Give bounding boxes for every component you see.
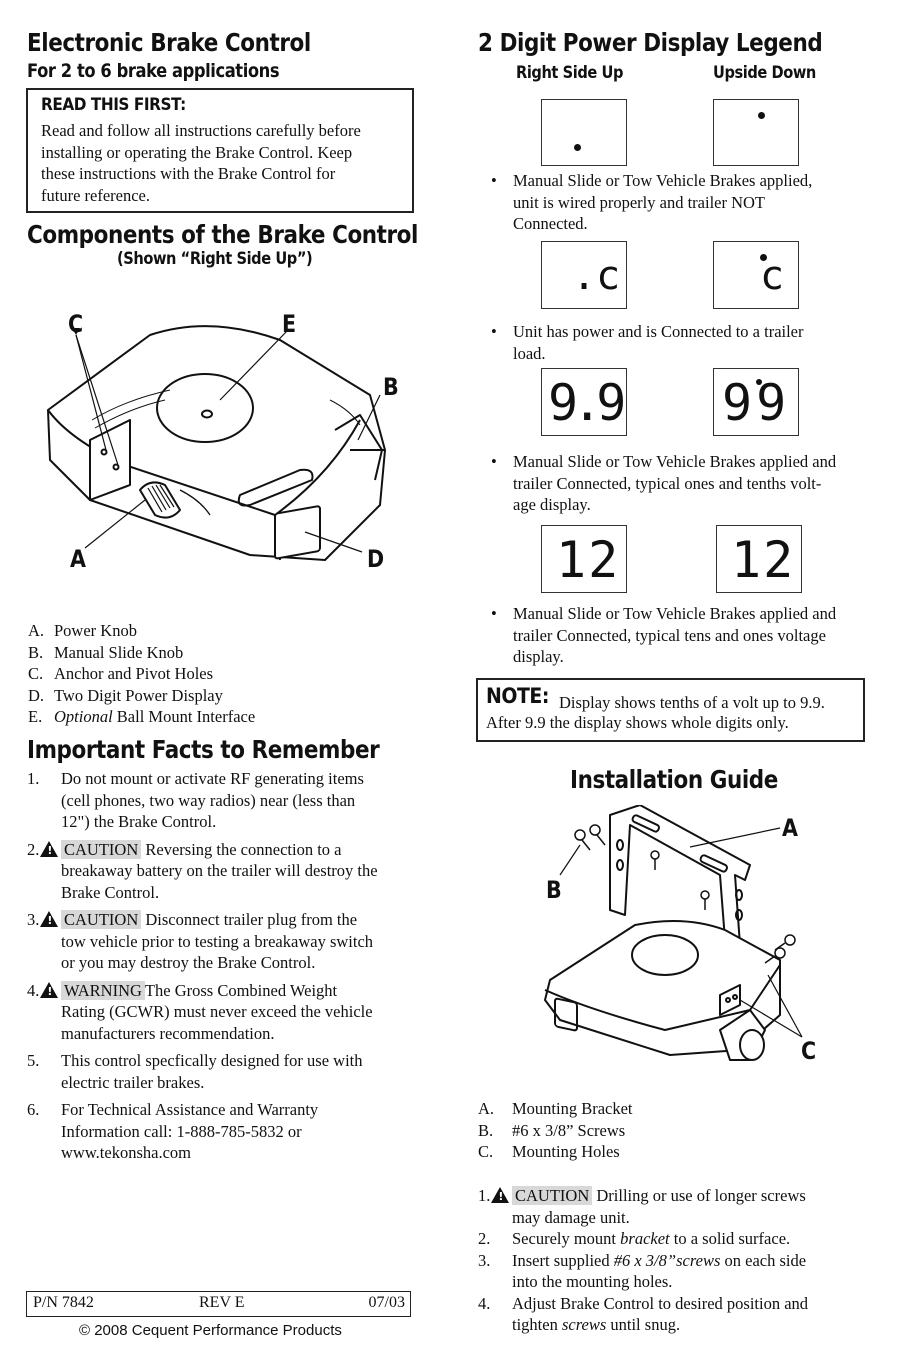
caution-tag: CAUTION	[61, 839, 142, 859]
brake-control-diagram	[47, 325, 386, 561]
legend-item-1: Manual Slide or Tow Vehicle Brakes appli…	[478, 170, 878, 235]
display-box: 99	[713, 368, 799, 436]
col-upside-down: Upside Down	[713, 63, 816, 83]
step-item: 1. CAUTION Drilling or use of longer scr…	[478, 1185, 878, 1228]
facts-list: 1. Do not mount or activate RF generatin…	[27, 768, 417, 1164]
caution-tag: CAUTION	[61, 910, 142, 929]
warning-icon	[40, 840, 59, 857]
install-title: Installation Guide	[570, 765, 778, 794]
install-parts-list: A.Mounting Bracket B.#6 x 3/8” Screws C.…	[478, 1098, 633, 1163]
fact-item: 6. For Technical Assistance and Warranty…	[27, 1099, 417, 1164]
components-list: A.Power Knob B.Manual Slide Knob C.Ancho…	[28, 620, 255, 728]
read-first-heading: READ THIS FIRST:	[41, 95, 186, 115]
step-item: 2. Securely mount bracket to a solid sur…	[478, 1229, 791, 1248]
diagram-label-b: B	[383, 373, 399, 401]
diagram-label-a: A	[70, 545, 86, 573]
fact-item: 1. Do not mount or activate RF generatin…	[27, 769, 364, 831]
read-first-box: READ THIS FIRST: Read and follow all ins…	[26, 88, 414, 213]
warning-icon	[40, 981, 59, 998]
components-title: Components of the Brake Control	[27, 220, 418, 249]
install-steps: 1. CAUTION Drilling or use of longer scr…	[478, 1185, 878, 1336]
list-item: D.Two Digit Power Display	[28, 685, 223, 705]
website-link[interactable]: www.tekonsha.com	[61, 1143, 191, 1162]
diagram-label-c: C	[68, 310, 83, 338]
list-item: A.Mounting Bracket	[478, 1099, 633, 1118]
list-item: A.Power Knob	[28, 621, 137, 640]
decimal-dot	[574, 144, 581, 151]
display-box	[713, 99, 799, 166]
warning-icon	[491, 1187, 510, 1203]
part-number-box: P/N 7842 REV E 07/03	[26, 1291, 411, 1317]
col-right-side-up: Right Side Up	[516, 63, 623, 83]
display-box: c	[713, 241, 799, 309]
facts-title: Important Facts to Remember	[27, 735, 380, 764]
caution-tag: CAUTION	[512, 1186, 593, 1205]
display-box: 12	[541, 525, 627, 593]
list-item: B.Manual Slide Knob	[28, 642, 184, 662]
legend-item-3: Manual Slide or Tow Vehicle Brakes appli…	[478, 451, 878, 516]
page-subtitle: For 2 to 6 brake applications	[27, 60, 280, 82]
fact-item: 5. This control specfically designed for…	[27, 1051, 363, 1092]
note-label: NOTE:	[486, 684, 549, 708]
page-title: Electronic Brake Control	[27, 28, 311, 57]
step-item: 4. Adjust Brake Control to desired posit…	[478, 1293, 809, 1335]
display-box	[541, 99, 627, 166]
install-label-a: A	[782, 814, 798, 842]
list-item: E.Optional Ball Mount Interface	[28, 707, 256, 726]
display-box: .c	[541, 241, 627, 309]
display-box: 12	[716, 525, 802, 593]
list-item: C.Anchor and Pivot Holes	[28, 664, 214, 683]
fact-item: 3. CAUTION Disconnect trailer plug from …	[27, 909, 417, 974]
components-subtitle: (Shown “Right Side Up”)	[117, 249, 313, 269]
note-box: NOTE: Display shows tenths of a volt up …	[476, 678, 865, 742]
diagram-label-d: D	[367, 545, 384, 573]
install-label-c: C	[801, 1037, 816, 1065]
read-first-text: Read and follow all instructions careful…	[41, 121, 361, 205]
warning-tag: WARNING	[61, 980, 145, 1000]
installation-diagram	[544, 805, 803, 1061]
decimal-dot	[758, 112, 765, 119]
warning-icon	[40, 911, 59, 927]
list-item: B.#6 x 3/8” Screws	[478, 1120, 626, 1140]
legend-item-2: Unit has power and is Connected to a tra…	[478, 321, 878, 364]
list-item: C.Mounting Holes	[478, 1142, 620, 1161]
display-box: 9.9	[541, 368, 627, 436]
diagram-label-e: E	[282, 310, 296, 338]
step-item: 3. Insert supplied #6 x 3/8”screws on ea…	[478, 1250, 807, 1292]
legend-item-4: Manual Slide or Tow Vehicle Brakes appli…	[478, 603, 878, 668]
fact-item: 2. CAUTION Reversing the connection to a…	[27, 839, 417, 904]
copyright: © 2008 Cequent Performance Products	[79, 1322, 342, 1339]
legend-title: 2 Digit Power Display Legend	[478, 28, 823, 57]
install-label-b: B	[546, 876, 562, 904]
